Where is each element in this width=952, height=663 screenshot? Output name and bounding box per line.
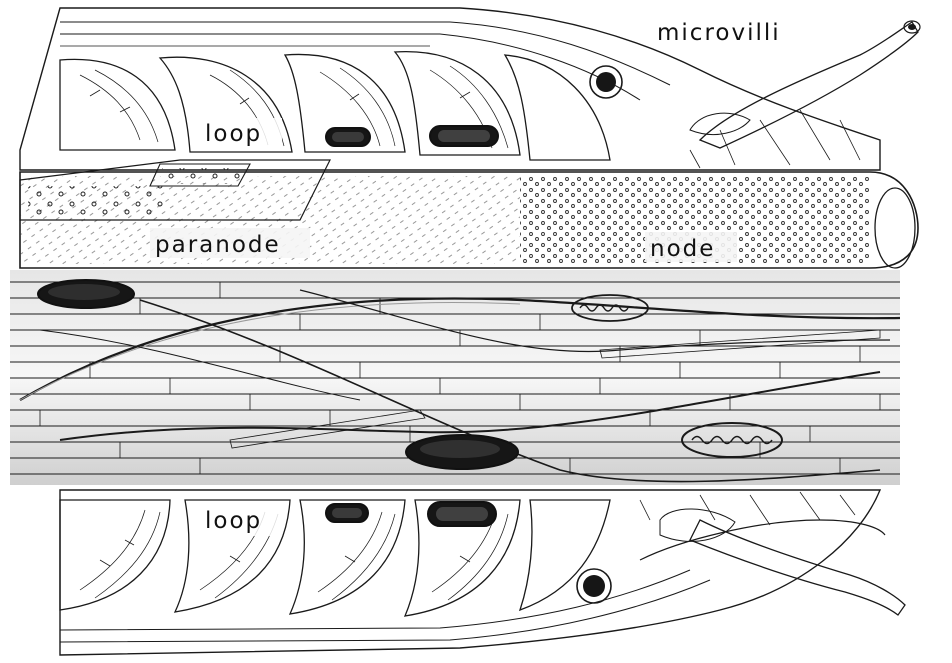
bottom-organelles [326, 502, 611, 603]
label-paranode: paranode [155, 232, 281, 258]
label-node: node [650, 236, 715, 262]
label-microvilli: microvilli [657, 20, 781, 46]
bottom-microvillus [640, 492, 905, 615]
label-loop-top: loop [205, 121, 262, 147]
label-loop-bottom: loop [205, 508, 262, 534]
